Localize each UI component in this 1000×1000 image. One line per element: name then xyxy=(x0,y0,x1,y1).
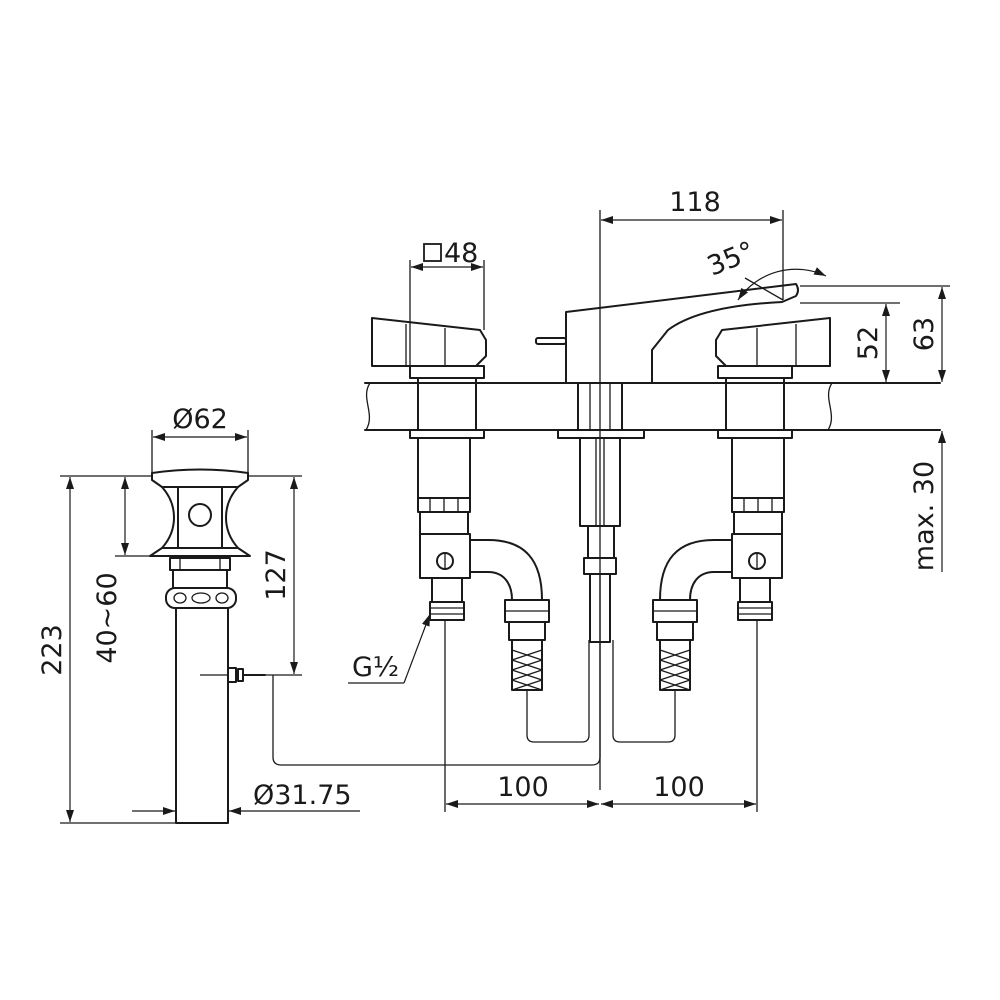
dim-diameter-62: Ø62 xyxy=(151,404,249,473)
dim-63-label: 63 xyxy=(909,317,940,351)
left-handle-valve xyxy=(371,317,590,743)
dim-118: 118 xyxy=(599,187,784,790)
dim-square-48: 48 xyxy=(409,238,485,366)
popup-drain xyxy=(149,468,266,824)
dim-3175-label: Ø31.75 xyxy=(253,780,352,811)
dim-35-label: 35° xyxy=(703,236,759,283)
countertop xyxy=(364,382,941,431)
dim-100-right-label: 100 xyxy=(653,772,705,803)
dim-118-label: 118 xyxy=(669,187,721,218)
dim-48-label: 48 xyxy=(444,238,478,269)
dim-max30-label: max. 30 xyxy=(909,461,940,571)
square-symbol-icon xyxy=(423,243,442,262)
dim-223-label: 223 xyxy=(37,624,68,676)
dim-127-label: 127 xyxy=(261,549,292,601)
dim-thread-g12: G½ xyxy=(348,613,431,684)
lift-rod-line xyxy=(272,660,601,766)
dim-diameter-3175: Ø31.75 xyxy=(132,780,360,815)
dim-100-left-label: 100 xyxy=(497,772,549,803)
right-handle-valve xyxy=(612,317,831,743)
dim-g12-label: G½ xyxy=(352,652,399,683)
dim-52-label: 52 xyxy=(853,326,884,360)
dim-spacing-100: 100 100 xyxy=(444,620,758,812)
dim-62-label: Ø62 xyxy=(172,404,228,435)
dim-4060-label: 40~60 xyxy=(92,572,123,663)
dim-vertical-right: 52 63 max. 30 xyxy=(800,285,950,572)
dim-drain-vertical: 223 40~60 127 xyxy=(37,475,302,824)
